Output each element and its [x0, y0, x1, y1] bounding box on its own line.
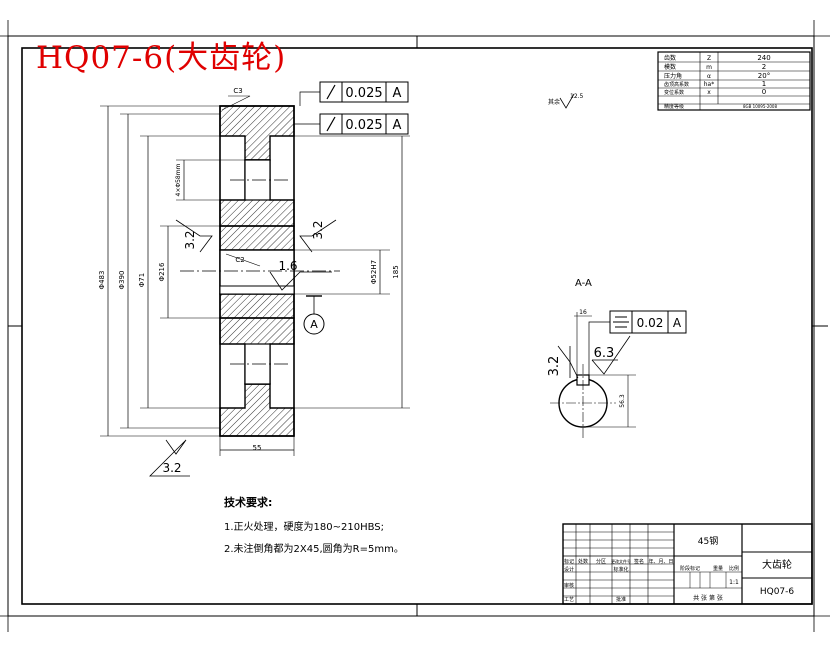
param-symbol-2: α [707, 73, 711, 80]
param-name-4: 变位系数 [664, 89, 684, 96]
runout-frame-1: 0.025 A [299, 81, 409, 106]
param-value-3: 1 [762, 80, 766, 88]
tb-part-name: 大齿轮 [762, 558, 792, 571]
section-aa-view: 0.02 A 16 56.3 3.2 6.3 [547, 309, 687, 440]
roughness-left [175, 219, 213, 253]
chamfer-leader [225, 253, 261, 267]
roughness-bottom [149, 439, 190, 477]
dimension-lines [107, 106, 403, 451]
rim-bottom-hatch [219, 383, 295, 437]
tb-drawing-no: HQ07-6 [760, 587, 795, 597]
centering-marks [8, 36, 828, 616]
gear-param-table [657, 51, 811, 111]
tb-weight: 重量 [713, 565, 723, 572]
drawing-title: HQ07-6(大齿轮) [36, 40, 287, 76]
dim-hub-diameter: Φ71 [138, 273, 146, 287]
runout-1-datum: A [393, 86, 402, 101]
outer-frame [7, 35, 815, 617]
general-roughness: 12.5 其余 [548, 93, 584, 109]
corner-ticks [0, 20, 830, 632]
tb-scale: 1:1 [729, 579, 739, 586]
roughness-bottom-value: 3.2 [162, 461, 181, 475]
dim-width: 55 [253, 444, 262, 452]
roughness-right [299, 219, 337, 253]
title-block-text: 标记 处数 分区 更改文件号 签名 年、月、日 设计 标准化 审核 工艺 批准 … [564, 535, 794, 603]
tb-std: 标准化 [613, 566, 628, 573]
param-value-1: 2 [762, 63, 766, 71]
general-roughness-note: 其余 [548, 98, 560, 106]
param-name-5: 精度等级 [664, 103, 684, 110]
keyway [219, 285, 295, 295]
dim-root-diameter: Φ390 [118, 271, 126, 290]
gear-section-view: Φ483 Φ390 Φ71 Φ216 4×Φ58mm 185 Φ52H7 55 … [98, 87, 410, 477]
title-block [562, 523, 813, 605]
runout-frame-2: 0.025 A [294, 113, 409, 135]
key-side-roughness: 3.2 [547, 356, 562, 377]
datum-a-letter: A [310, 318, 318, 331]
param-value-4: 0 [762, 88, 766, 96]
requirements-heading: 技术要求: [224, 495, 272, 509]
dim-tip-diameter: Φ483 [98, 271, 106, 290]
runout-1-value: 0.025 [345, 86, 382, 101]
roughness-bore [269, 271, 332, 291]
roughness-left-value: 3.2 [183, 230, 197, 249]
tb-sheet: 共 张 第 张 [693, 594, 723, 602]
param-value-0: 240 [757, 54, 770, 62]
dim-web-hole: 4×Φ58mm [175, 163, 182, 196]
tb-scale-label: 比例 [729, 565, 739, 572]
param-value-2: 20° [758, 72, 770, 80]
key-top-roughness-mark [591, 335, 631, 375]
requirement-1: 1.正火处理，硬度为180~210HBS; [224, 520, 384, 533]
symmetry-icon [613, 316, 629, 328]
general-roughness-value: 12.5 [570, 93, 584, 100]
tb-header-5: 年、月、日 [648, 558, 673, 565]
requirement-2: 2.未注倒角都为2X45,圆角为R=5mm。 [224, 542, 404, 555]
hub-top-hatch [219, 225, 295, 251]
param-value-5: 8GB 10095-2008 [743, 104, 777, 109]
tb-material: 45钢 [698, 535, 718, 547]
tb-role-check: 审核 [564, 582, 574, 589]
param-name-2: 压力角 [664, 72, 682, 80]
tb-role-design: 设计 [564, 566, 574, 573]
section-label: A-A [575, 278, 592, 289]
tb-header-0: 标记 [564, 558, 574, 565]
gear-param-text: 齿数 Z 240 模数 m 2 压力角 α 20° 齿顶高系数 ha* 1 变位… [664, 54, 777, 110]
dim-chamfer: C2 [235, 256, 244, 264]
c3-leader [221, 95, 251, 111]
dim-center-circle: 185 [392, 265, 400, 278]
dim-hub-outer: Φ216 [158, 262, 166, 281]
symmetry-value: 0.02 [637, 316, 664, 330]
runout-2-datum: A [393, 118, 402, 133]
tb-header-1: 处数 [578, 558, 588, 565]
extension-lines [100, 105, 410, 456]
inner-frame [21, 47, 813, 605]
tb-header-4: 签名 [634, 558, 644, 565]
tb-header-3: 更改文件号 [611, 558, 631, 564]
center-lines [180, 179, 340, 365]
param-name-1: 模数 [664, 63, 676, 71]
hub-bottom-hatch [219, 293, 295, 319]
runout-2-value: 0.025 [345, 118, 382, 133]
rim-top-hatch [219, 105, 295, 161]
param-name-3: 齿顶高系数 [664, 81, 689, 88]
param-symbol-1: m [706, 64, 712, 71]
tb-stage: 阶段标记 [680, 565, 700, 572]
tb-role-process: 工艺 [564, 597, 574, 603]
dim-bore: Φ52H7 [370, 260, 378, 284]
param-symbol-4: x [707, 89, 711, 96]
roughness-right-value: 3.2 [311, 220, 325, 239]
param-symbol-3: ha* [704, 81, 714, 88]
datum-a-circle [303, 313, 325, 335]
key-top-roughness: 6.3 [594, 346, 615, 361]
chamfer-c3-label: C3 [233, 87, 242, 95]
roughness-bore-value: 1.6 [278, 259, 297, 273]
tb-header-2: 分区 [596, 558, 606, 565]
param-symbol-0: Z [707, 55, 711, 62]
param-name-0: 齿数 [664, 54, 676, 62]
symmetry-datum: A [673, 316, 682, 330]
keyway-depth: 56.3 [619, 394, 626, 408]
keyway-width: 16 [579, 309, 587, 316]
tb-approve: 批准 [616, 596, 626, 603]
